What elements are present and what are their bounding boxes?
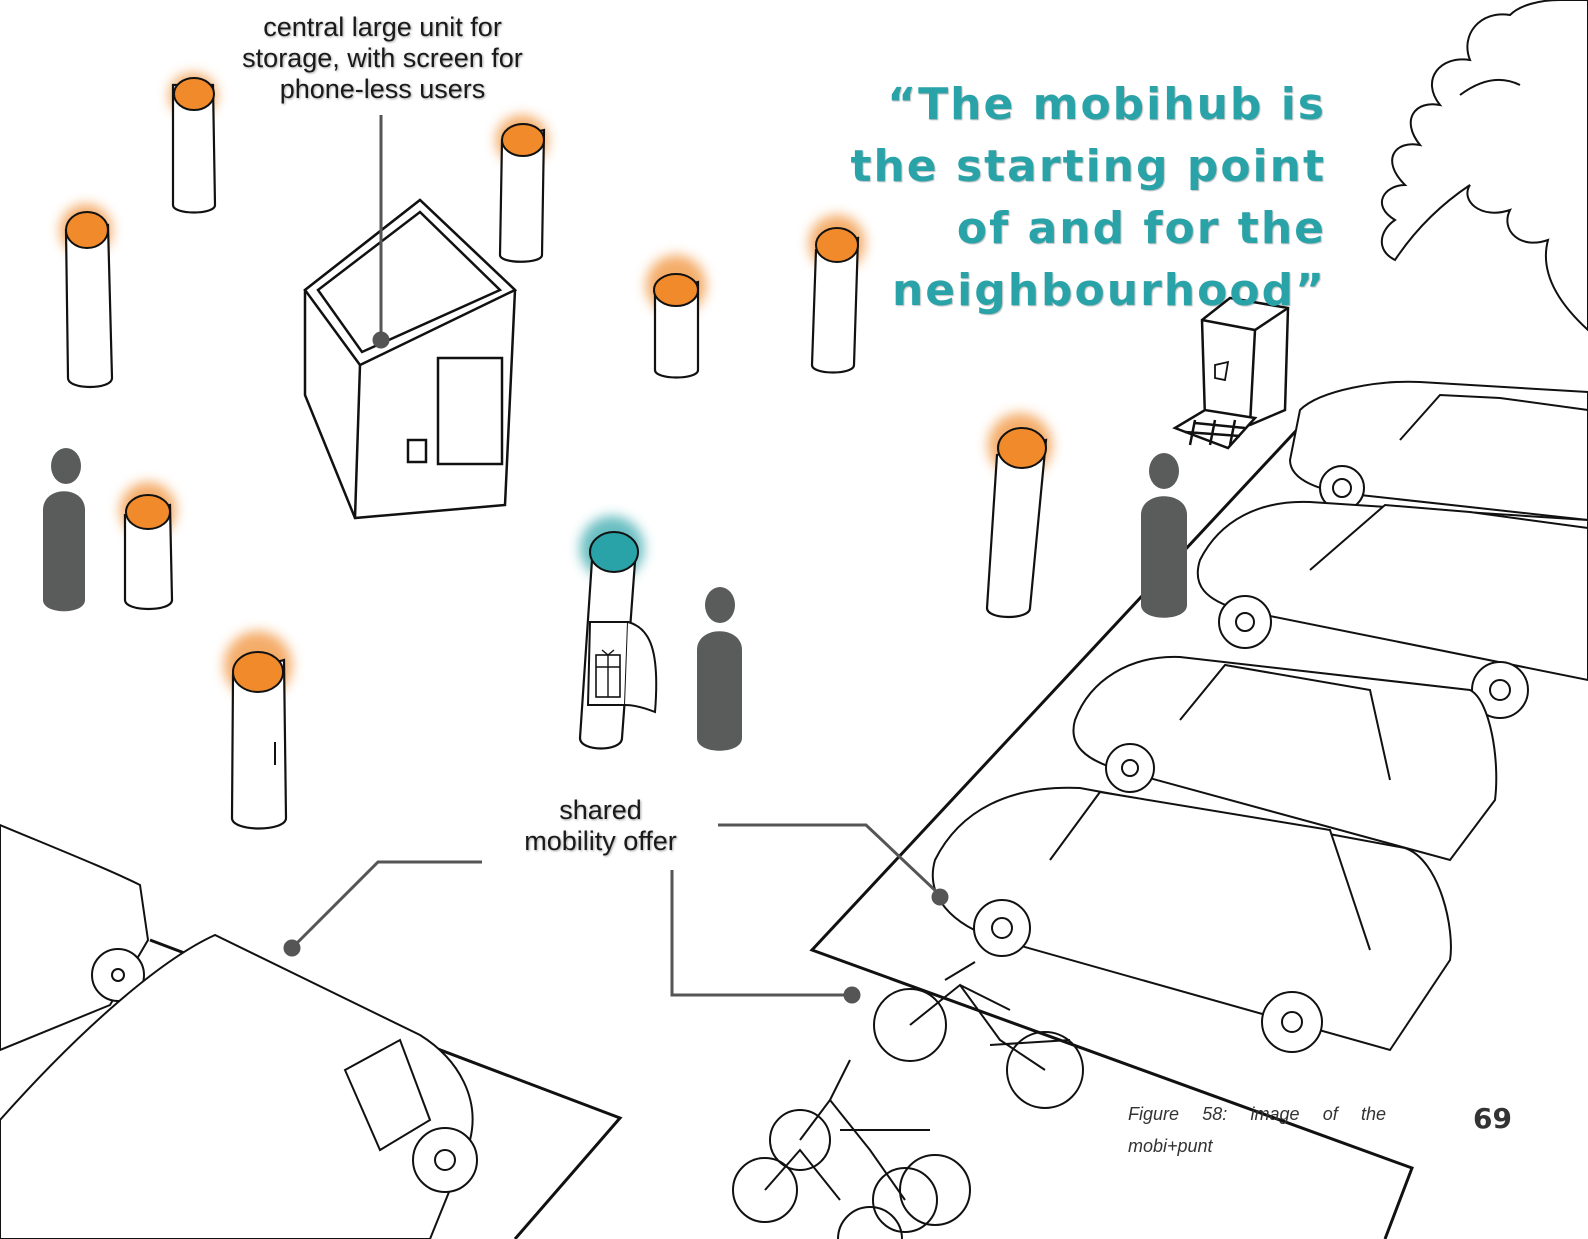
tree-inner-line (1460, 80, 1520, 95)
bollard (987, 413, 1052, 617)
pull-quote-line: of and for the (850, 198, 1326, 260)
central-unit-label-line: storage, with screen for (210, 43, 555, 74)
parcel-locker-bollard (580, 516, 656, 749)
pull-quote-line: neighbourhood” (850, 260, 1326, 322)
central-unit-label-line: central large unit for (210, 12, 555, 43)
central-storage-unit (305, 200, 515, 518)
person-figure (1141, 453, 1187, 618)
bollard (224, 631, 292, 829)
bollard (120, 482, 176, 609)
car-1 (1290, 382, 1588, 520)
shared-mobility-label-line: shared (498, 795, 703, 826)
figure-caption: Figure 58: image of the mobi+punt (1128, 1098, 1386, 1162)
shared-mobility-label: shared mobility offer (498, 795, 703, 857)
bollard (496, 115, 548, 262)
bollard (646, 255, 706, 378)
shared-mobility-label-line: mobility offer (498, 826, 703, 857)
pull-quote-line: the starting point (850, 136, 1326, 198)
pull-quote: “The mobihub is the starting point of an… (850, 74, 1326, 322)
bicycle-rack (733, 1060, 970, 1239)
page-number: 69 (1473, 1102, 1512, 1135)
central-unit-label-line: phone-less users (210, 74, 555, 105)
central-unit-label: central large unit for storage, with scr… (210, 12, 555, 105)
person-figure (43, 448, 85, 611)
person-figure (697, 587, 742, 751)
pull-quote-line: “The mobihub is (850, 74, 1326, 136)
tree-outline (1382, 0, 1588, 330)
bollard (60, 204, 112, 387)
